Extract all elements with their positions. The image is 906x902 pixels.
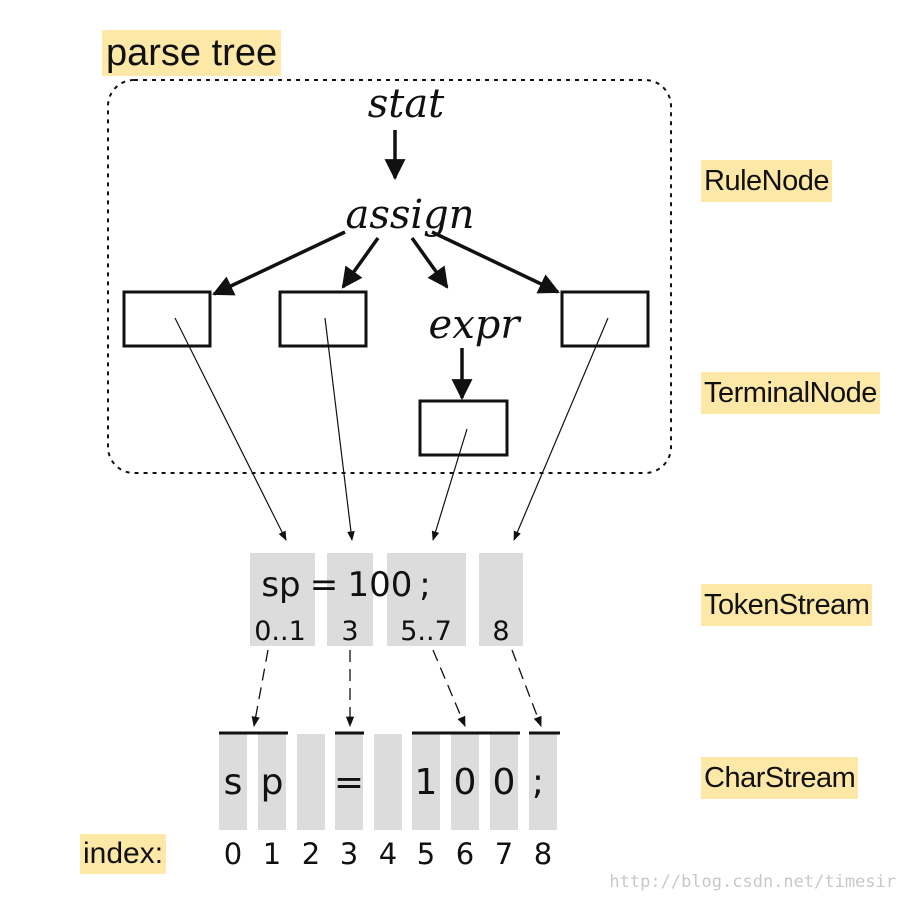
- char-6: 0: [454, 762, 477, 803]
- pointer-token-4-chars: [511, 649, 542, 727]
- token-cell-1: [250, 553, 315, 646]
- index-label: index:: [80, 834, 167, 874]
- token-index-1: 0..1: [254, 616, 306, 647]
- terminal-node-box-3: [418, 399, 509, 457]
- char-index-6: 6: [456, 837, 474, 871]
- char-cell-0: [219, 734, 247, 830]
- edge-assign-expr: [410, 236, 449, 289]
- token-cell-4: [479, 553, 523, 646]
- char-8: ;: [532, 762, 544, 803]
- char-index-1: 1: [263, 837, 281, 871]
- edge-assign-terminal-2: [341, 236, 380, 289]
- char-index-0: 0: [224, 837, 242, 871]
- token-text-sp: sp: [261, 565, 300, 605]
- watermark-url: http://blog.csdn.net/timesir: [609, 872, 896, 892]
- char-1: p: [261, 762, 284, 803]
- pointer-terminal-4-token: [513, 317, 609, 541]
- char-cell-3: [335, 734, 363, 830]
- edge-assign-terminal-4: [431, 230, 560, 294]
- char-stream-label: CharStream: [701, 757, 859, 799]
- rule-node-stat: stat: [368, 81, 445, 127]
- char-cell-6: [451, 734, 479, 830]
- char-index-8: 8: [534, 837, 552, 871]
- char-index-4: 4: [379, 837, 397, 871]
- edge-assign-terminal-1: [212, 230, 346, 296]
- char-0: s: [224, 762, 243, 803]
- token-cell-2: [327, 553, 373, 646]
- token-stream-label: TokenStream: [701, 584, 873, 626]
- pointer-token-1-chars: [251, 649, 269, 728]
- rule-node-label: RuleNode: [701, 160, 832, 202]
- char-index-2: 2: [302, 837, 320, 871]
- char-index-3: 3: [340, 837, 358, 871]
- pointer-terminal-3-token: [431, 428, 468, 541]
- char-5: 1: [415, 762, 438, 803]
- terminal-node-box-4: [560, 290, 650, 348]
- parse-tree-boundary: [107, 79, 672, 474]
- char-index-7: 7: [495, 837, 513, 871]
- parse-tree-title: parse tree: [102, 30, 282, 76]
- pointer-token-3-chars: [432, 649, 466, 727]
- terminal-node-label: TerminalNode: [701, 372, 880, 414]
- pointer-terminal-2-token: [324, 317, 355, 541]
- char-cell-2: [297, 734, 325, 830]
- token-text-semicolon: ;: [419, 565, 430, 605]
- char-cell-1: [258, 734, 286, 830]
- token-text-100: 100: [348, 565, 413, 605]
- char-7: 0: [493, 762, 516, 803]
- terminal-node-box-1: [122, 290, 212, 348]
- pointer-terminal-1-token: [174, 317, 287, 541]
- rule-node-expr: expr: [429, 302, 523, 348]
- char-cell-4: [374, 734, 402, 830]
- token-index-2: 3: [341, 616, 358, 647]
- token-index-4: 8: [492, 616, 509, 647]
- char-3: =: [334, 762, 364, 803]
- rule-node-assign: assign: [345, 192, 474, 238]
- char-cell-7: [490, 734, 518, 830]
- terminal-node-box-2: [278, 290, 368, 348]
- token-index-3: 5..7: [400, 616, 452, 647]
- char-cell-8: [529, 734, 557, 830]
- token-cell-3: [387, 553, 466, 646]
- char-cell-5: [412, 734, 440, 830]
- token-text-equals: =: [310, 565, 339, 605]
- char-index-5: 5: [417, 837, 435, 871]
